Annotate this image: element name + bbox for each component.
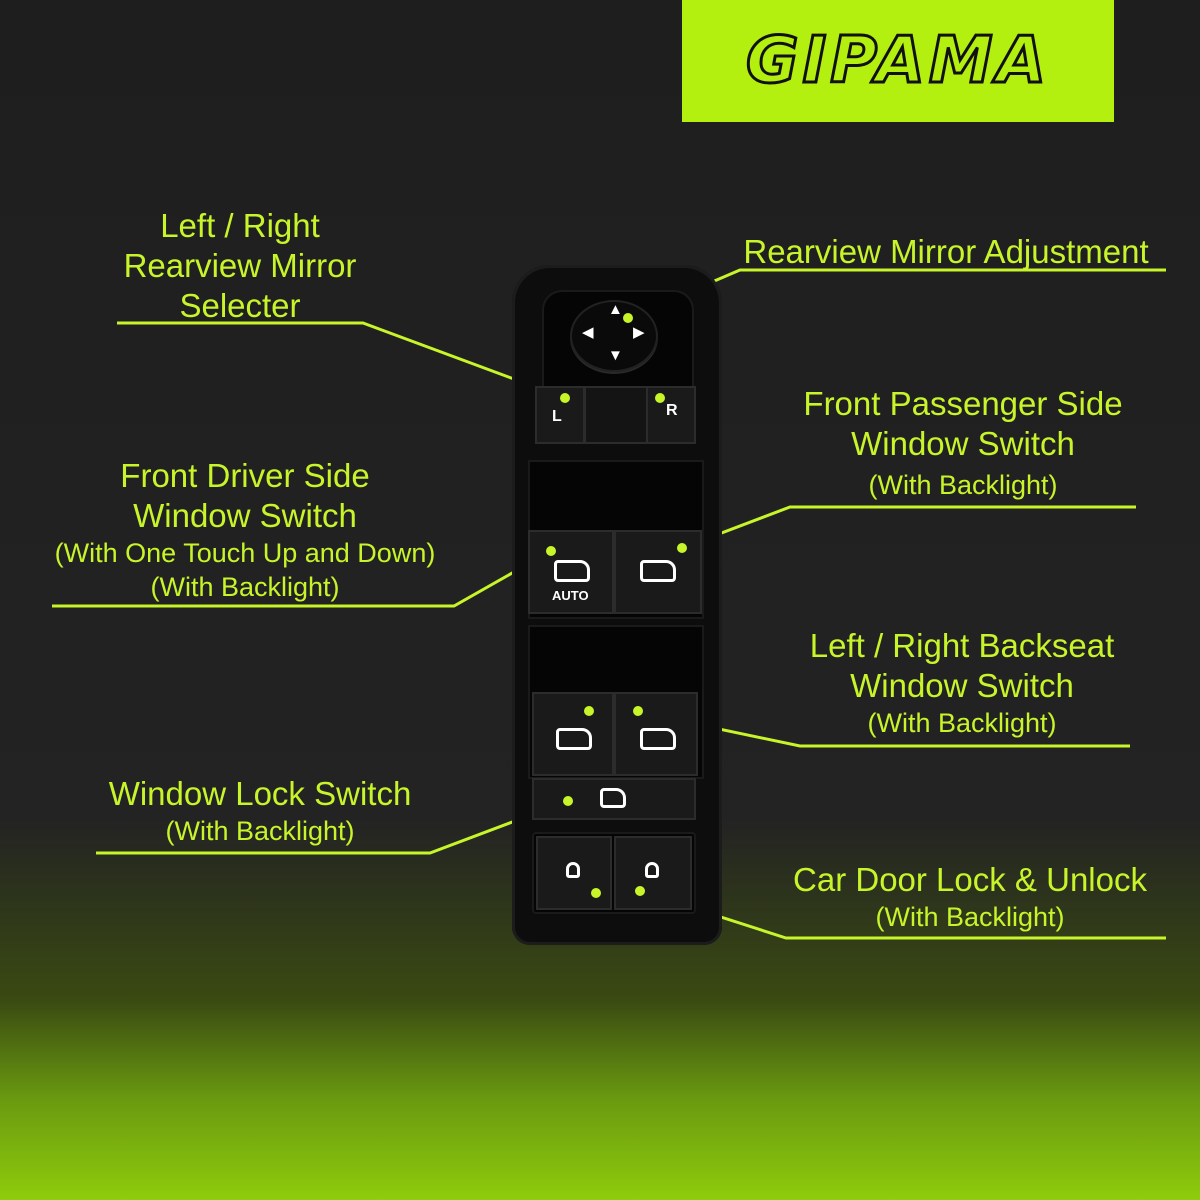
label-front-passenger: Front Passenger Side Window Switch (With… xyxy=(770,384,1156,502)
window-icon xyxy=(640,560,676,582)
label-front-driver: Front Driver Side Window Switch (With On… xyxy=(30,456,460,604)
arrow-up-icon: ▲ xyxy=(608,301,623,318)
door-lock-button[interactable] xyxy=(614,836,692,910)
label-line: Car Door Lock & Unlock xyxy=(793,861,1147,898)
unlock-icon xyxy=(566,862,580,878)
callout-line-front-passenger xyxy=(681,505,1136,550)
arrow-left-icon: ◀ xyxy=(582,324,594,341)
callout-dot xyxy=(633,706,643,716)
mirror-adjust-knob[interactable] xyxy=(570,300,658,372)
label-line: (With Backlight) xyxy=(868,470,1058,500)
brand-logo: GIPAMA xyxy=(744,23,1051,100)
window-icon xyxy=(554,560,590,582)
callout-dot xyxy=(677,543,687,553)
label-backseat: Left / Right Backseat Window Switch (Wit… xyxy=(772,626,1152,740)
callout-dot xyxy=(655,393,665,403)
door-unlock-button[interactable] xyxy=(536,836,612,910)
window-lock-switch[interactable] xyxy=(532,778,696,820)
callout-dot xyxy=(584,706,594,716)
label-line: Window Lock Switch xyxy=(108,775,412,812)
label-line: (With Backlight) xyxy=(150,572,340,602)
brand-banner: GIPAMA xyxy=(682,0,1114,122)
label-line: Rearview Mirror Adjustment xyxy=(743,233,1149,270)
label-line: (With Backlight) xyxy=(165,816,355,846)
arrow-right-icon: ▶ xyxy=(633,324,645,341)
callout-line-mirror-selector xyxy=(117,321,566,400)
callout-dot xyxy=(635,886,645,896)
rear-right-window-switch[interactable] xyxy=(614,692,698,776)
mirror-center-divider xyxy=(584,386,648,444)
label-window-lock: Window Lock Switch (With Backlight) xyxy=(80,774,440,848)
window-icon xyxy=(556,728,592,750)
callout-dot xyxy=(560,393,570,403)
label-line: Window Switch xyxy=(851,425,1075,462)
window-icon xyxy=(640,728,676,750)
label-door-lock: Car Door Lock & Unlock (With Backlight) xyxy=(760,860,1180,934)
label-line: Front Driver Side xyxy=(120,457,370,494)
callout-dot xyxy=(563,796,573,806)
label-line: Window Switch xyxy=(850,667,1074,704)
callout-dot xyxy=(591,888,601,898)
mirror-right-button[interactable]: R xyxy=(646,386,696,444)
callout-dot xyxy=(623,313,633,323)
label-line: (With Backlight) xyxy=(875,902,1065,932)
window-lock-icon xyxy=(600,788,626,808)
rear-left-window-switch[interactable] xyxy=(532,692,614,776)
callout-dot xyxy=(546,546,556,556)
auto-label: AUTO xyxy=(552,588,589,603)
label-line: (With One Touch Up and Down) xyxy=(54,538,436,568)
label-mirror-selector: Left / Right Rearview Mirror Selecter xyxy=(90,206,390,326)
label-line: Window Switch xyxy=(133,497,357,534)
label-line: Rearview Mirror xyxy=(123,247,357,284)
mirror-left-label: L xyxy=(552,408,562,425)
label-line: (With Backlight) xyxy=(867,708,1057,738)
label-line: Selecter xyxy=(179,287,301,324)
lock-icon xyxy=(645,862,659,878)
label-line: Left / Right Backseat xyxy=(809,627,1115,664)
label-mirror-adjust: Rearview Mirror Adjustment xyxy=(724,232,1168,272)
front-passenger-window-switch[interactable] xyxy=(614,530,702,614)
arrow-down-icon: ▼ xyxy=(608,347,623,364)
label-line: Front Passenger Side xyxy=(803,385,1123,422)
front-driver-window-switch[interactable]: AUTO xyxy=(528,530,614,614)
label-line: Left / Right xyxy=(160,207,320,244)
mirror-right-label: R xyxy=(666,402,678,419)
